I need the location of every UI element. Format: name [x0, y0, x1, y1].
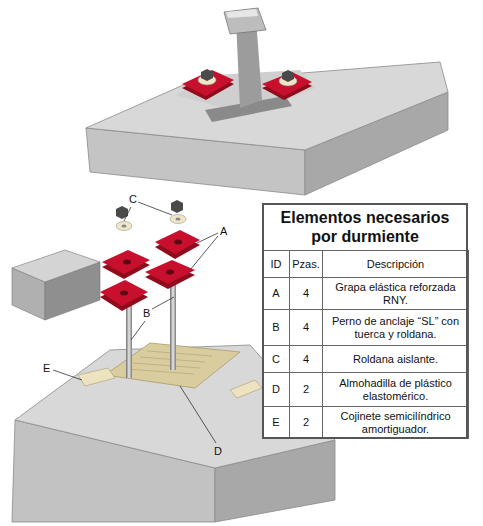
table-cell: 4	[289, 277, 323, 310]
table-cell: 2	[289, 406, 323, 439]
table-cell-text: Cojinete semicilíndrico amortiguador.	[326, 410, 465, 436]
table-header-cell: ID	[262, 250, 290, 278]
table-cell-text: 4	[303, 353, 309, 366]
table-cell-text: A	[272, 287, 279, 300]
table-cell-text: Roldana aislante.	[353, 353, 438, 366]
table-title-box: Elementos necesarios por durmiente	[262, 203, 468, 251]
table-cell-text: Descripción	[367, 258, 424, 271]
table-cell: A	[262, 277, 290, 310]
nuts-washers	[116, 200, 186, 231]
table-cell: D	[262, 372, 290, 407]
assembled-sleeper	[86, 8, 448, 195]
table-header-cell: Descripción	[322, 250, 469, 278]
table-cell: 2	[289, 372, 323, 407]
table-cell: Cojinete semicilíndrico amortiguador.	[322, 406, 469, 439]
table-cell: Roldana aislante.	[322, 345, 469, 373]
table-cell-text: 2	[303, 416, 309, 429]
anchor-bolt	[170, 278, 176, 370]
callout-letter: A	[220, 225, 227, 237]
table-cell: E	[262, 406, 290, 439]
table-cell-text: 4	[303, 321, 309, 334]
table-cell: Almohadilla de plástico elastomérico.	[322, 372, 469, 407]
table-cell: Perno de anclaje “SL” con tuerca y rolda…	[322, 309, 469, 346]
table-cell-text: Perno de anclaje “SL” con tuerca y rolda…	[326, 315, 465, 341]
table-cell-text: D	[272, 383, 280, 396]
table-cell-text: Almohadilla de plástico elastomérico.	[326, 377, 465, 403]
table-cell-text: ID	[271, 258, 282, 271]
elastic-clips	[100, 230, 200, 311]
table-cell-text: Grapa elástica reforzada RNY.	[326, 281, 465, 307]
callout-letter: B	[143, 307, 150, 319]
leader-lines	[53, 202, 218, 443]
callout-letter: E	[43, 362, 50, 374]
table-cell-text: E	[272, 416, 279, 429]
table-title: Elementos necesarios por durmiente	[269, 208, 461, 246]
callout-letter: D	[214, 445, 222, 457]
table-cell-text: Pzas.	[292, 258, 320, 271]
table-cell-text: 4	[303, 287, 309, 300]
table-cell: 4	[289, 345, 323, 373]
table-cell-text: C	[272, 353, 280, 366]
table-cell: Grapa elástica reforzada RNY.	[322, 277, 469, 310]
rail-piece	[12, 250, 100, 320]
table-cell: 4	[289, 309, 323, 346]
table-header-cell: Pzas.	[289, 250, 323, 278]
table-cell-text: B	[272, 321, 279, 334]
callout-letter: C	[129, 193, 137, 205]
table-cell-text: 2	[303, 383, 309, 396]
table-cell: B	[262, 309, 290, 346]
table-cell: C	[262, 345, 290, 373]
